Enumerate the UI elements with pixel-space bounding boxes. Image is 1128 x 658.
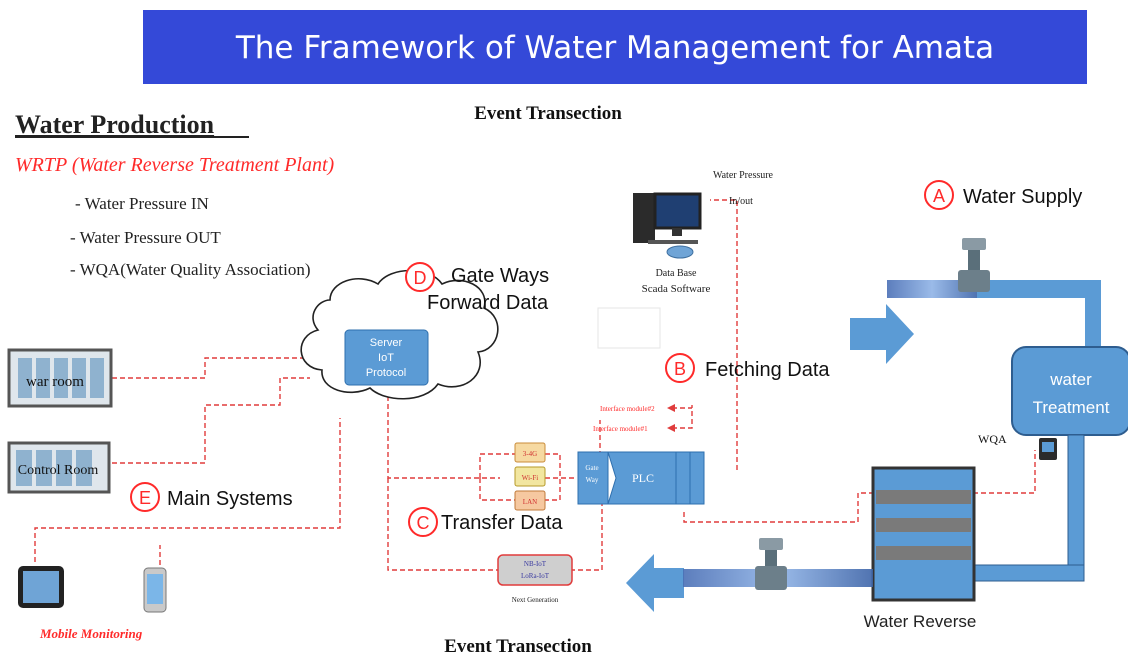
event-transection-top: Event Transection <box>474 103 622 124</box>
tank-line-1: water <box>1049 370 1092 389</box>
mobile-monitoring-label: Mobile Monitoring <box>39 626 143 641</box>
plc-body <box>607 451 677 505</box>
supply-arrow <box>850 304 914 364</box>
reverse-filter <box>871 466 976 602</box>
tablet-screen <box>23 571 59 603</box>
monitor-stand <box>672 228 682 236</box>
label-b: B Fetching Data <box>665 353 830 383</box>
water-treatment-tank <box>1011 346 1128 436</box>
nbiot-box <box>497 554 573 586</box>
event-transection-bottom: Event Transection <box>444 636 592 657</box>
svg-text:E: E <box>139 488 151 508</box>
arrow-interface-1 <box>667 424 675 432</box>
flowmeter-top-icon <box>958 238 990 292</box>
scada-pressure-1: Water Pressure <box>713 170 774 181</box>
scada-software: Scada Software <box>642 283 711 295</box>
label-d: D Gate Ways Forward Data <box>405 262 549 314</box>
svg-text:Main Systems: Main Systems <box>167 488 293 510</box>
supply-pipe-gray <box>887 280 977 298</box>
return-pipe-left <box>971 564 1085 582</box>
svg-text:A: A <box>933 186 945 206</box>
label-a: A Water Supply <box>924 180 1082 210</box>
interface-2-label: Interface module#2 <box>600 405 655 413</box>
module-lan-label: LAN <box>523 498 537 506</box>
reverse-filter-bands <box>876 490 971 560</box>
scada-pressure-2: In/out <box>729 196 753 207</box>
gateway-label-2: Way <box>586 476 599 484</box>
production-heading: Water Production <box>15 110 215 139</box>
nbiot-label-1: NB-IoT <box>524 560 547 568</box>
production-item-2: - Water Pressure OUT <box>70 228 221 247</box>
water-reverse-label: Water Reverse <box>864 612 977 631</box>
module-wifi <box>514 466 546 487</box>
svg-text:C: C <box>417 513 430 533</box>
production-item-1: - Water Pressure IN <box>75 194 209 213</box>
placeholder-box <box>597 307 661 349</box>
nbiot-caption: Next Generation <box>512 596 559 604</box>
module-wifi-label: Wi-Fi <box>522 474 538 482</box>
production-item-3: - WQA(Water Quality Association) <box>70 260 311 279</box>
interface-1-label: Interface module#1 <box>593 425 648 433</box>
scada-database: Data Base <box>656 268 697 279</box>
cloud-line-3: Protocol <box>366 367 406 379</box>
svg-text:Transfer Data: Transfer Data <box>441 512 563 534</box>
svg-text:D: D <box>414 268 427 288</box>
svg-text:Fetching Data: Fetching Data <box>705 359 830 381</box>
wqa-label: WQA <box>978 432 1007 446</box>
computer-tower <box>633 193 655 243</box>
plc-label: PLC <box>632 471 654 485</box>
svg-text:Gate Ways: Gate Ways <box>451 265 549 287</box>
return-pipe-down <box>1067 434 1085 580</box>
reverse-arrow <box>626 554 684 612</box>
gateway-block <box>577 451 609 505</box>
phone-screen <box>147 574 163 604</box>
cloud-line-2: IoT <box>378 352 394 364</box>
control-room-label: Control Room <box>18 463 99 478</box>
module-3-4g-label: 3-4G <box>523 450 537 458</box>
arrow-interface-2 <box>667 404 675 412</box>
supply-pipe-blue <box>977 280 1101 298</box>
keyboard <box>648 240 698 244</box>
database-icon <box>666 245 694 259</box>
production-subtitle: WRTP (Water Reverse Treatment Plant) <box>15 154 335 176</box>
flowmeter-bottom-icon <box>755 538 787 590</box>
control-room-panels <box>16 450 92 486</box>
svg-text:Forward Data: Forward Data <box>427 292 549 314</box>
svg-text:B: B <box>674 359 686 379</box>
nbiot-label-2: LoRa-IoT <box>521 572 550 580</box>
gateway-label-1: Gate <box>585 464 598 472</box>
tank-line-2: Treatment <box>1033 398 1110 417</box>
title-text: The Framework of Water Management for Am… <box>235 30 994 66</box>
cloud-line-1: Server <box>370 337 403 349</box>
war-room-panels <box>18 358 104 398</box>
computer-monitor <box>653 192 702 230</box>
label-c: C Transfer Data <box>408 507 563 537</box>
title-banner <box>143 10 1087 84</box>
war-room-label: war room <box>26 374 84 390</box>
svg-text:Water Supply: Water Supply <box>963 186 1082 208</box>
iot-server-box <box>344 329 429 386</box>
module-3-4g <box>514 442 546 463</box>
supply-pipe-down <box>1085 280 1101 352</box>
wqa-sensor-screen <box>1042 442 1054 452</box>
module-lan <box>514 490 546 511</box>
label-e: E Main Systems <box>130 482 293 512</box>
